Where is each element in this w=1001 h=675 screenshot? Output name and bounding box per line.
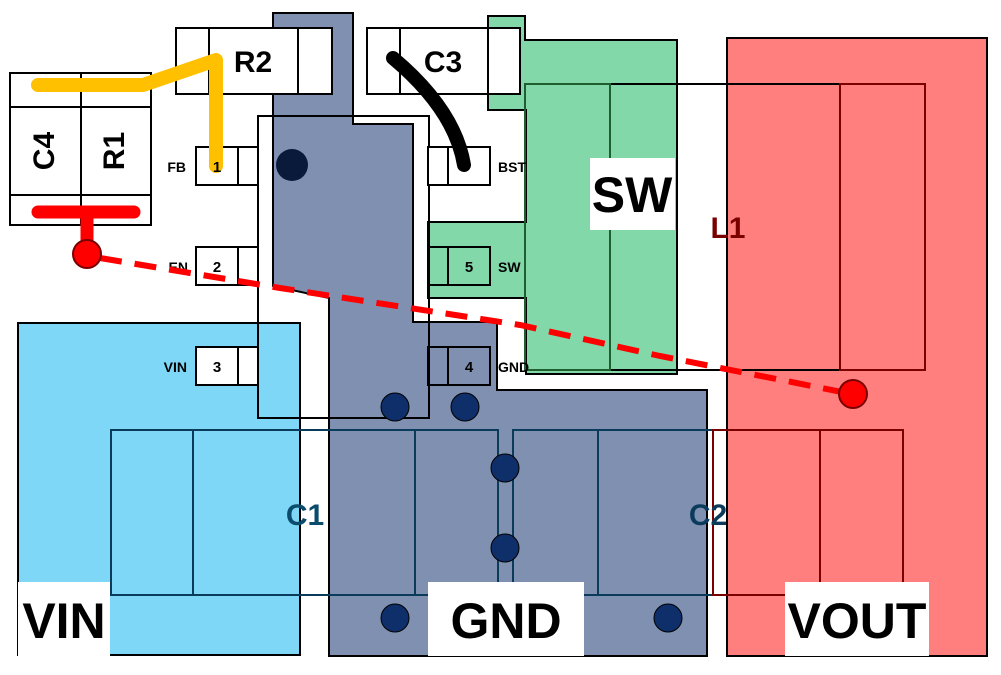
c1-label: C1	[286, 499, 324, 532]
feedback-trace	[31, 53, 223, 173]
gnd-via	[450, 392, 480, 422]
sw-net-label: SW	[590, 158, 675, 230]
sw-net-text: SW	[592, 167, 673, 223]
r1-label: R1	[98, 132, 131, 170]
pin-1-name: FB	[167, 159, 186, 175]
pin-3-name: VIN	[164, 359, 187, 375]
remote-sense-end-point	[838, 379, 868, 409]
pin-bst: BST	[427, 146, 526, 186]
pin-4-gnd: 4 GND	[427, 346, 529, 386]
gnd-via	[380, 392, 410, 422]
vin-net-text: VIN	[22, 593, 105, 649]
pin-1-fb: FB	[167, 146, 259, 186]
l1-label: L1	[710, 212, 745, 245]
c3-footprint: C3	[366, 27, 521, 95]
pin-2-number: 2	[213, 259, 221, 276]
c4-label: C4	[28, 132, 61, 171]
pin-5-number: 5	[465, 259, 473, 276]
pin-4-number: 4	[465, 359, 474, 376]
gnd-net-text: GND	[450, 593, 561, 649]
boot-trace	[386, 51, 471, 172]
pin-3-vin: 3 VIN	[164, 346, 259, 386]
remote-sense-trace	[99, 255, 853, 397]
vout-copper-pour	[726, 37, 988, 657]
r1-footprint: R1	[80, 72, 152, 226]
gnd-vias	[380, 392, 683, 633]
pin-1-number: 1	[213, 159, 221, 176]
vout-net-text: VOUT	[788, 593, 927, 649]
r2-label: R2	[234, 46, 272, 79]
gnd-via	[653, 603, 683, 633]
pin-4-name: GND	[498, 359, 529, 375]
c2-label: C2	[689, 499, 727, 532]
c4-footprint: C4	[9, 72, 82, 226]
c1-footprint	[110, 429, 499, 596]
gnd-via	[490, 533, 520, 563]
gnd-via	[380, 603, 410, 633]
pin-bst-name: BST	[498, 159, 526, 175]
pin-5-name: SW	[498, 259, 521, 275]
pin-3-number: 3	[213, 359, 221, 376]
vin-net-label: VIN	[18, 582, 110, 656]
gnd-net-label: GND	[428, 582, 584, 656]
pin-5-sw: 5 SW	[427, 246, 521, 286]
vout-net-label: VOUT	[785, 582, 929, 656]
remote-sense-start-point	[72, 239, 102, 269]
c3-label: C3	[424, 46, 462, 79]
pin-1-marker	[276, 149, 308, 181]
gnd-via	[490, 453, 520, 483]
